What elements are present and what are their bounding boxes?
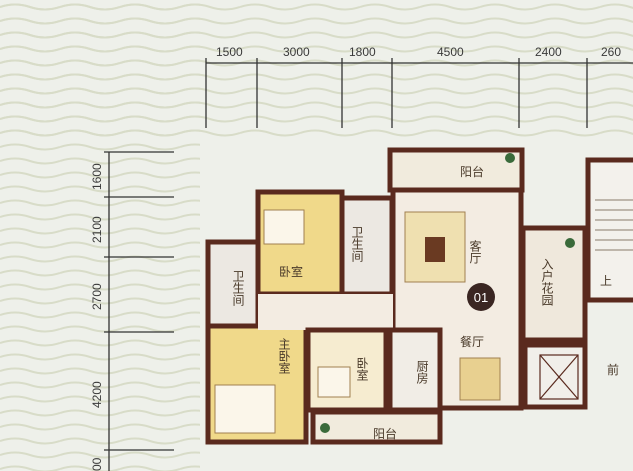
dining-table-icon bbox=[459, 357, 501, 401]
dim-top-5: 2400 bbox=[535, 45, 562, 59]
master-bed-icon bbox=[214, 384, 276, 434]
label-entry-garden: 入户花园 bbox=[540, 258, 554, 307]
label-bedroom-2: 卧室 bbox=[355, 357, 369, 381]
dim-top-3: 1800 bbox=[349, 45, 376, 59]
plant-icon bbox=[320, 423, 330, 433]
plant-icon bbox=[565, 238, 575, 248]
dim-left-5: 00 bbox=[90, 457, 104, 471]
balcony-top bbox=[387, 147, 525, 193]
balcony-bottom bbox=[310, 409, 443, 445]
unit-badge-text: 01 bbox=[474, 290, 488, 305]
label-bedroom-1: 卧室 bbox=[279, 264, 303, 279]
wave-pattern-top bbox=[0, 0, 633, 140]
dim-top-4: 4500 bbox=[437, 45, 464, 59]
label-stair-up: 上 bbox=[600, 274, 612, 288]
unit-badge bbox=[467, 283, 495, 311]
top-dimension-line bbox=[205, 58, 633, 128]
bathroom-1 bbox=[339, 195, 395, 297]
label-kitchen: 厨房 bbox=[415, 360, 429, 384]
label-master-bedroom: 主卧室 bbox=[277, 338, 291, 374]
furniture bbox=[214, 153, 575, 434]
label-living-room: 客厅 bbox=[468, 239, 482, 264]
bed-2-icon bbox=[317, 366, 351, 398]
elevator bbox=[522, 342, 588, 410]
dim-left-3: 2700 bbox=[90, 283, 104, 310]
dim-left-4: 4200 bbox=[90, 381, 104, 408]
label-bathroom-1: 卫生间 bbox=[350, 226, 364, 262]
label-balcony-top: 阳台 bbox=[460, 164, 484, 179]
dim-top-6: 260 bbox=[601, 45, 621, 59]
label-bathroom-master: 卫生间 bbox=[231, 270, 245, 306]
bathroom-master bbox=[205, 239, 261, 329]
label-balcony-bottom: 阳台 bbox=[373, 426, 397, 441]
left-dimension-line bbox=[104, 151, 174, 471]
stair-steps-icon bbox=[595, 199, 633, 251]
dim-left-1: 1600 bbox=[90, 163, 104, 190]
coffee-table-icon bbox=[425, 237, 445, 262]
dim-top-1: 1500 bbox=[216, 45, 243, 59]
bed-icon bbox=[263, 209, 305, 245]
master-bedroom bbox=[205, 323, 309, 445]
plant-icon bbox=[505, 153, 515, 163]
elevator-cross-icon bbox=[539, 354, 579, 400]
entry-garden bbox=[520, 225, 588, 343]
label-dining-room: 餐厅 bbox=[460, 334, 484, 349]
label-front: 前 bbox=[607, 362, 619, 377]
dim-top-2: 3000 bbox=[283, 45, 310, 59]
dim-left-2: 2100 bbox=[90, 216, 104, 243]
corridor bbox=[258, 294, 393, 330]
